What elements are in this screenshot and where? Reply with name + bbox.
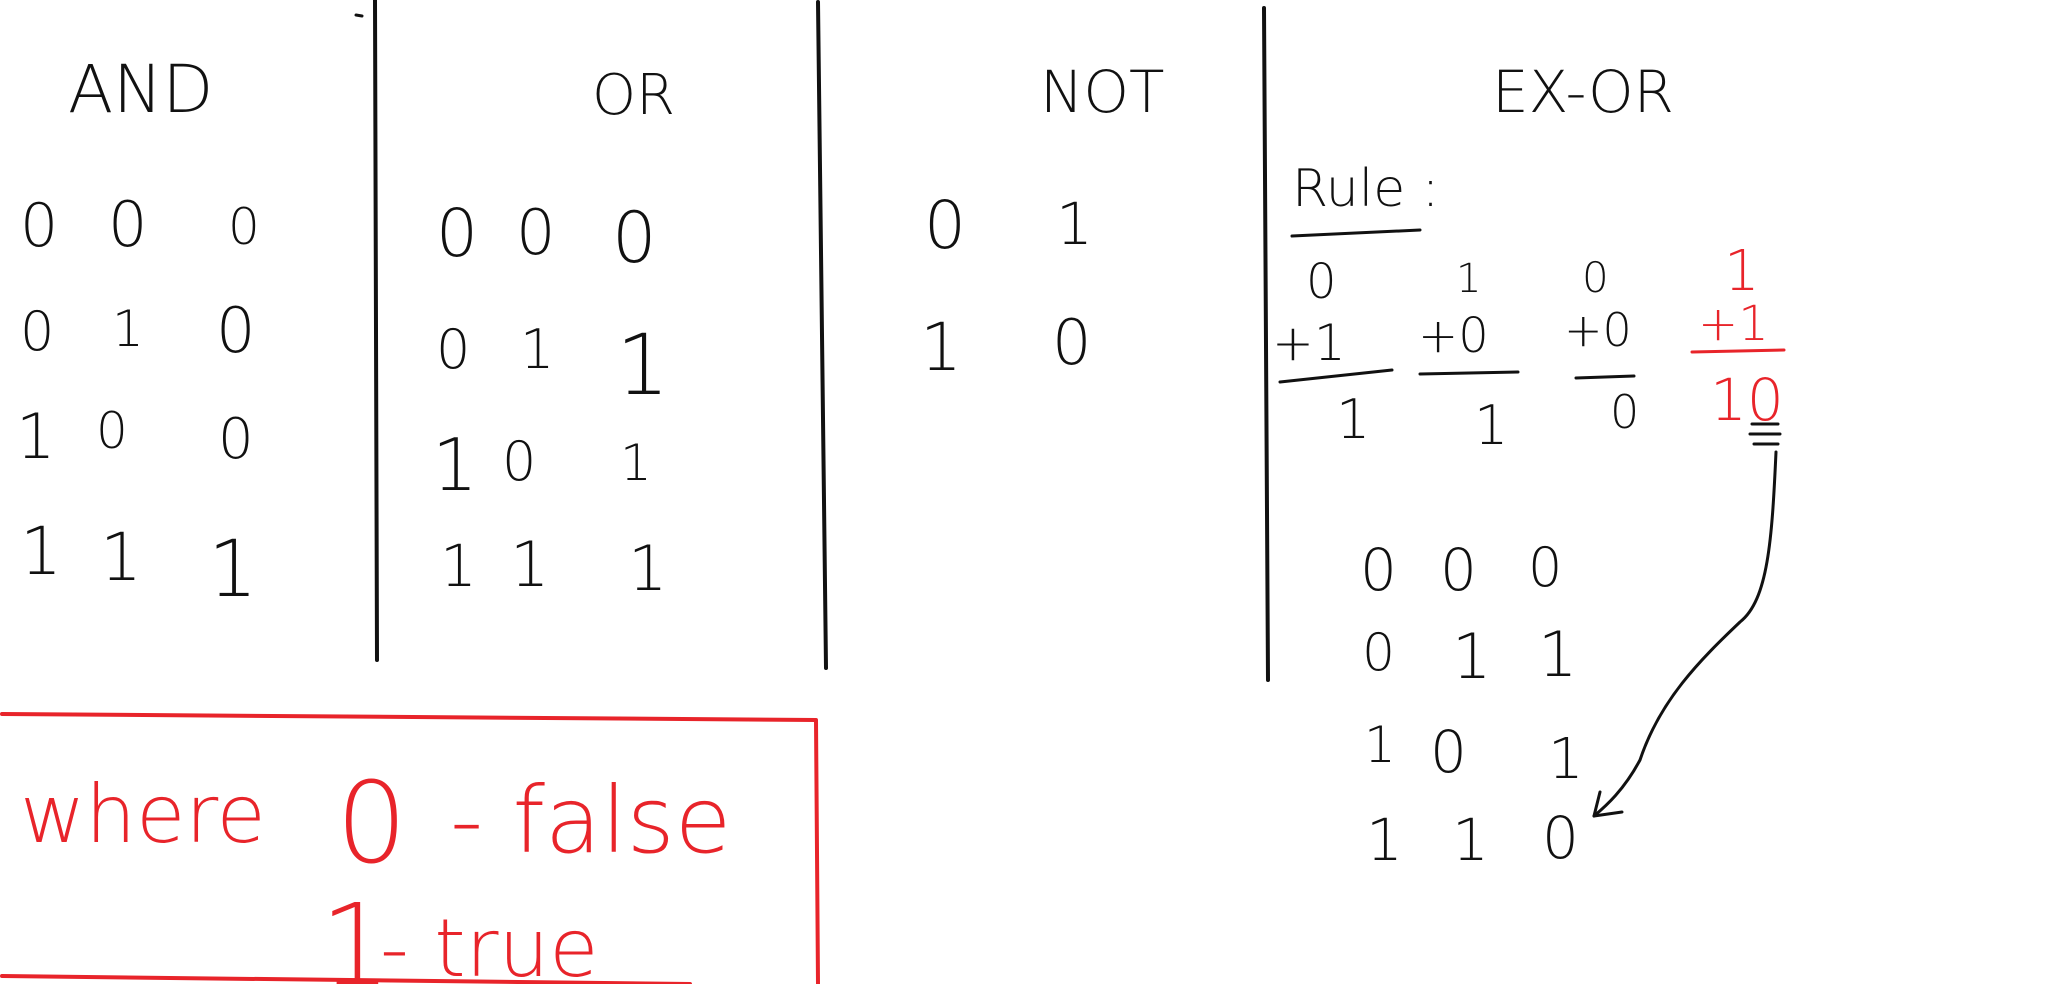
legend-meaning-0: - false (450, 767, 731, 874)
rule-underline (1290, 228, 1422, 238)
sum-result: 1 (1336, 388, 1370, 451)
exor-rows: 0 0 0 0 1 1 1 0 1 1 1 0 (1360, 536, 1584, 874)
divider-line-3 (1262, 6, 1270, 682)
and-cell: 0 (108, 188, 147, 261)
exor-cell: 0 (1542, 804, 1579, 872)
or-cell: 0 (516, 196, 555, 269)
exor-cell: 0 (1360, 536, 1397, 604)
legend-box: where 0 - false 1 - true (0, 712, 820, 984)
sum-line (1574, 374, 1636, 380)
exor-cell: 1 (1364, 716, 1396, 774)
rule-label: Rule : (1292, 159, 1439, 219)
and-rows: 0 0 0 0 1 0 1 0 0 1 1 1 (16, 188, 260, 615)
exor-cell: 0 (1528, 536, 1562, 599)
or-cell: 1 (432, 423, 478, 507)
exor-section: EX-OR Rule : 0 +1 1 1 +0 1 0 +0 (1272, 58, 1786, 874)
or-cell: 1 (520, 318, 554, 381)
or-cell: 0 (612, 197, 657, 279)
or-cell: 1 (616, 316, 669, 414)
exor-cell: 1 (1548, 727, 1584, 792)
and-cell: 1 (208, 525, 258, 615)
sum-line (1690, 348, 1786, 354)
or-cell: 0 (436, 195, 478, 272)
or-cell: 0 (502, 430, 536, 493)
or-rows: 0 0 0 0 1 1 1 0 1 1 1 1 (432, 195, 669, 605)
exor-cell: 0 (1430, 718, 1467, 786)
legend-where: where (20, 768, 266, 861)
and-cell: 0 (20, 191, 58, 261)
legend-symbol-0: 0 (336, 759, 407, 889)
divider-line-1 (373, 0, 379, 662)
rule-sum: 0 +0 0 (1564, 253, 1639, 439)
divider-line-2 (816, 0, 828, 670)
and-cell: 0 (216, 294, 255, 367)
sum-add: +1 (1272, 314, 1346, 372)
exor-cell: 0 (1362, 623, 1395, 683)
arrow-head (1592, 790, 1624, 818)
not-cell: 1 (1056, 190, 1093, 258)
equals-marks (1748, 422, 1782, 446)
sum-top: 1 (1724, 239, 1760, 304)
tick-mark (354, 13, 364, 18)
or-cell: 0 (436, 318, 470, 381)
and-cell: 0 (20, 300, 54, 363)
not-cell: 0 (1052, 306, 1091, 379)
sum-top: 0 (1582, 253, 1609, 302)
exor-cell: 1 (1452, 806, 1489, 874)
sum-result: 1 (1474, 394, 1508, 457)
not-cell: 1 (920, 309, 962, 386)
and-cell: 0 (96, 402, 128, 460)
column-dividers (354, 0, 1270, 682)
not-rows: 0 1 1 0 (920, 187, 1093, 386)
or-cell: 1 (440, 532, 477, 600)
exor-title: EX-OR (1492, 58, 1674, 126)
legend-border (0, 712, 820, 984)
sum-top: 0 (1306, 254, 1337, 310)
sum-add: +0 (1418, 308, 1489, 364)
rule-sum: 0 +1 1 (1272, 254, 1394, 451)
connector-arrow (1592, 450, 1778, 818)
or-cell: 1 (628, 532, 667, 605)
exor-cell: 1 (1538, 618, 1577, 691)
or-cell: 1 (620, 434, 652, 492)
sum-add: +0 (1564, 303, 1632, 357)
and-cell: 1 (100, 519, 142, 596)
not-truth-table: NOT 0 1 1 0 (920, 58, 1164, 386)
rule-sum: 1 +0 1 (1418, 256, 1520, 457)
or-title: OR (592, 63, 675, 128)
not-title: NOT (1040, 58, 1164, 126)
and-title: AND (68, 51, 213, 128)
exor-cell: 0 (1440, 536, 1477, 604)
not-cell: 0 (924, 187, 966, 264)
and-cell: 1 (112, 300, 144, 358)
and-cell: 0 (218, 407, 254, 472)
sum-top: 1 (1456, 256, 1481, 302)
and-truth-table: AND 0 0 0 0 1 0 1 0 0 1 1 1 (16, 51, 260, 615)
legend-symbol-1: 1 (320, 881, 391, 984)
sum-line (1278, 368, 1394, 384)
or-cell: 1 (510, 528, 549, 601)
and-cell: 0 (228, 198, 260, 256)
and-cell: 1 (20, 513, 62, 590)
rule-sum-highlight: 1 +1 10 (1690, 239, 1786, 434)
or-truth-table: OR 0 0 0 0 1 1 1 0 1 1 1 1 (432, 63, 675, 605)
exor-cell: 1 (1452, 620, 1491, 693)
exor-rule: Rule : 0 +1 1 1 +0 1 0 +0 0 (1272, 159, 1786, 818)
and-cell: 1 (16, 400, 55, 473)
sum-result: 0 (1610, 385, 1639, 439)
sum-add: +1 (1698, 296, 1769, 352)
legend-meaning-1: - true (380, 902, 598, 984)
sum-line (1418, 370, 1520, 376)
exor-cell: 1 (1366, 806, 1403, 874)
